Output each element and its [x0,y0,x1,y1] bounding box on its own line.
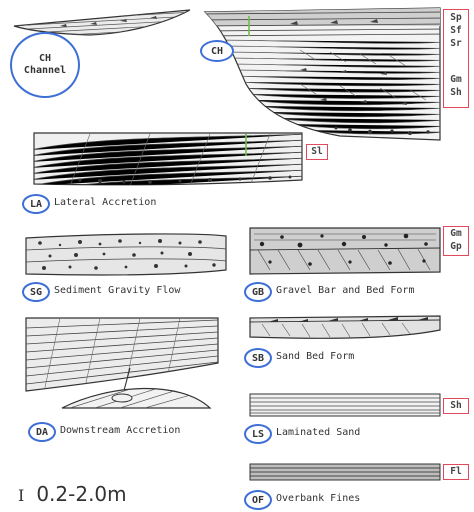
sb-badge: SB [244,348,272,368]
facies-code-sr: Sr [444,38,468,74]
ls-badge: LS [244,424,272,444]
ch-channel-badge: CH Channel [10,32,80,98]
facies-code-gm: Gm [444,74,468,87]
la-badge: LA [22,194,50,214]
facies-code-gm: Gm [444,228,468,241]
ch-channel-fill-sketch [200,8,445,140]
scale-bar-icon: I [18,486,24,505]
gb-caption: Gravel Bar and Bed Form [276,285,414,296]
sb-caption: Sand Bed Form [276,351,354,362]
ls-sketch [250,394,440,416]
of-sketch [250,464,440,480]
gb-sketch [250,228,440,274]
sg-caption: Sediment Gravity Flow [54,285,180,296]
ch-channel-label: CH Channel [20,53,70,77]
of-facies-code: Fl [443,464,469,480]
la-caption: Lateral Accretion [54,197,156,208]
da-caption: Downstream Accretion [60,425,180,436]
facies-code-sp: Sp [444,12,468,25]
gb-badge: GB [244,282,272,302]
ls-caption: Laminated Sand [276,427,360,438]
facies-code-sh: Sh [444,87,468,100]
da-badge: DA [28,422,56,442]
gb-facies-codes: Gm Gp [443,226,469,256]
da-sketch [26,318,218,408]
of-badge: OF [244,490,272,510]
ch-badge: CH [200,40,234,62]
ls-facies-code: Sh [443,398,469,414]
facies-code-gp: Gp [444,241,468,254]
la-sketch [30,133,310,198]
facies-code-sf: Sf [444,25,468,38]
sb-sketch [250,316,440,338]
la-facies-code: Sl [306,144,328,160]
sg-badge: SG [22,282,50,302]
scale-bar-label: 0.2-2.0m [36,482,126,506]
ch-facies-codes: Sp Sf Sr Gm Sh [443,9,469,108]
scale-bar: I 0.2-2.0m [18,482,127,506]
of-caption: Overbank Fines [276,493,360,504]
sg-sketch [26,234,226,275]
